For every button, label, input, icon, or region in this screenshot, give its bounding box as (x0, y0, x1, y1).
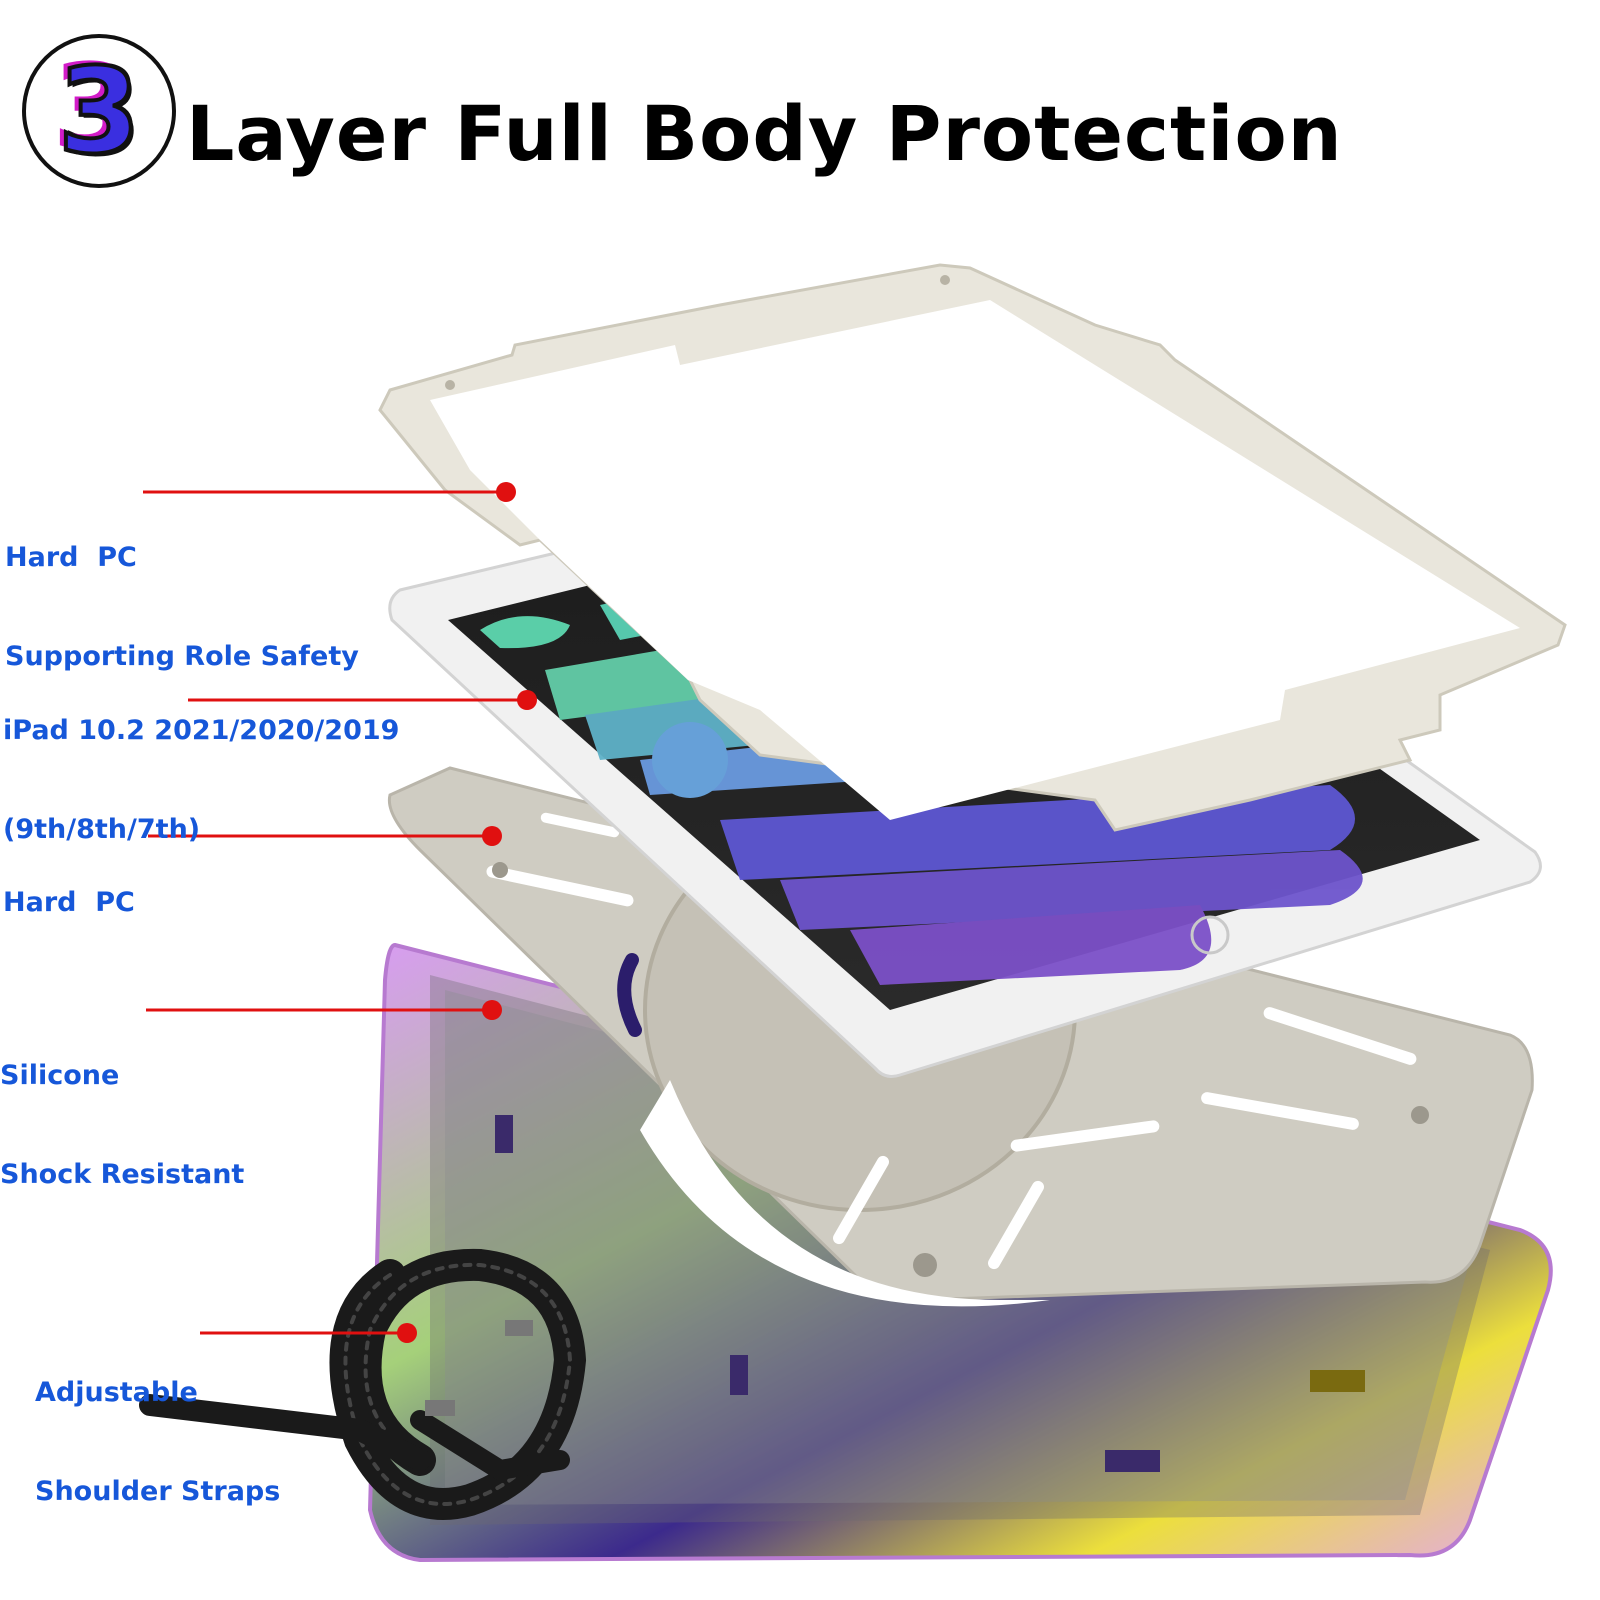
shoulder-strap-illustration (139, 1248, 587, 1520)
callout-silicone: Silicone Shock Resistant (0, 993, 244, 1224)
callout-line-2: (9th/8th/7th) (3, 814, 201, 845)
callout-hard-pc-frame: Hard PC Supporting Role Safety (5, 475, 359, 706)
callout-line-1: Silicone (0, 1060, 120, 1091)
callout-line-2: Shock Resistant (0, 1159, 245, 1190)
page-title: Layer Full Body Protection (186, 89, 1343, 178)
callout-line-1: Hard PC (3, 887, 135, 918)
callout-line-1: Hard PC (5, 542, 137, 573)
callout-hard-pc-shell: Hard PC (3, 820, 135, 952)
callout-line-2: Supporting Role Safety (5, 641, 359, 672)
callout-ipad-model: iPad 10.2 2021/2020/2019 (9th/8th/7th) (3, 648, 399, 879)
hard-pc-front-frame-layer (378, 263, 1567, 832)
callout-line-1: iPad 10.2 2021/2020/2019 (3, 715, 400, 746)
callout-line-1: Adjustable (35, 1377, 198, 1408)
layer-count-badge: 3 (22, 34, 176, 188)
badge-number: 3 (56, 42, 142, 180)
callout-shoulder-strap: Adjustable Shoulder Straps (35, 1310, 280, 1541)
callout-pointers (143, 482, 537, 1343)
callout-line-2: Shoulder Straps (35, 1476, 281, 1507)
